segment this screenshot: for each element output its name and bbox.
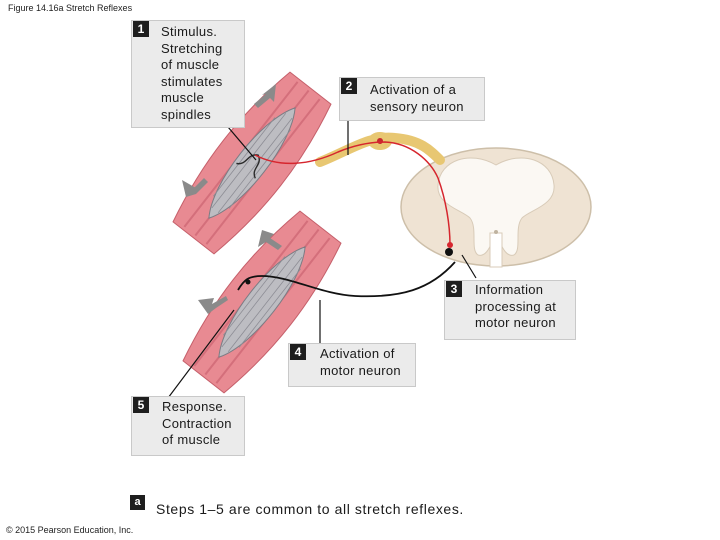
leader-lines: [167, 117, 477, 399]
footnote-label: a: [130, 495, 145, 510]
copyright-notice: © 2015 Pearson Education, Inc.: [6, 525, 134, 535]
step-5-box: [131, 396, 245, 456]
figure-title: Figure 14.16a Stretch Reflexes: [8, 3, 133, 13]
step-4-number: 4: [290, 344, 306, 360]
sensory-neuron: [315, 132, 445, 167]
spinal-cord: [400, 147, 592, 268]
step-2-number: 2: [341, 78, 357, 94]
step-2-box: [339, 77, 485, 121]
motor-neuron-path: [237, 261, 456, 298]
step-3-box: [444, 280, 576, 340]
muscle-stretched: [172, 71, 332, 255]
sensory-signal-path: [254, 141, 451, 246]
step-5-number: 5: [133, 397, 149, 413]
footnote-text: Steps 1–5 are common to all stretch refl…: [156, 501, 464, 517]
muscle-contracting: [182, 210, 342, 394]
step-3-number: 3: [446, 281, 462, 297]
step-1-number: 1: [133, 21, 149, 37]
step-1-box: [131, 20, 245, 128]
step-4-box: [288, 343, 416, 387]
stretch-arrows: [182, 84, 282, 314]
